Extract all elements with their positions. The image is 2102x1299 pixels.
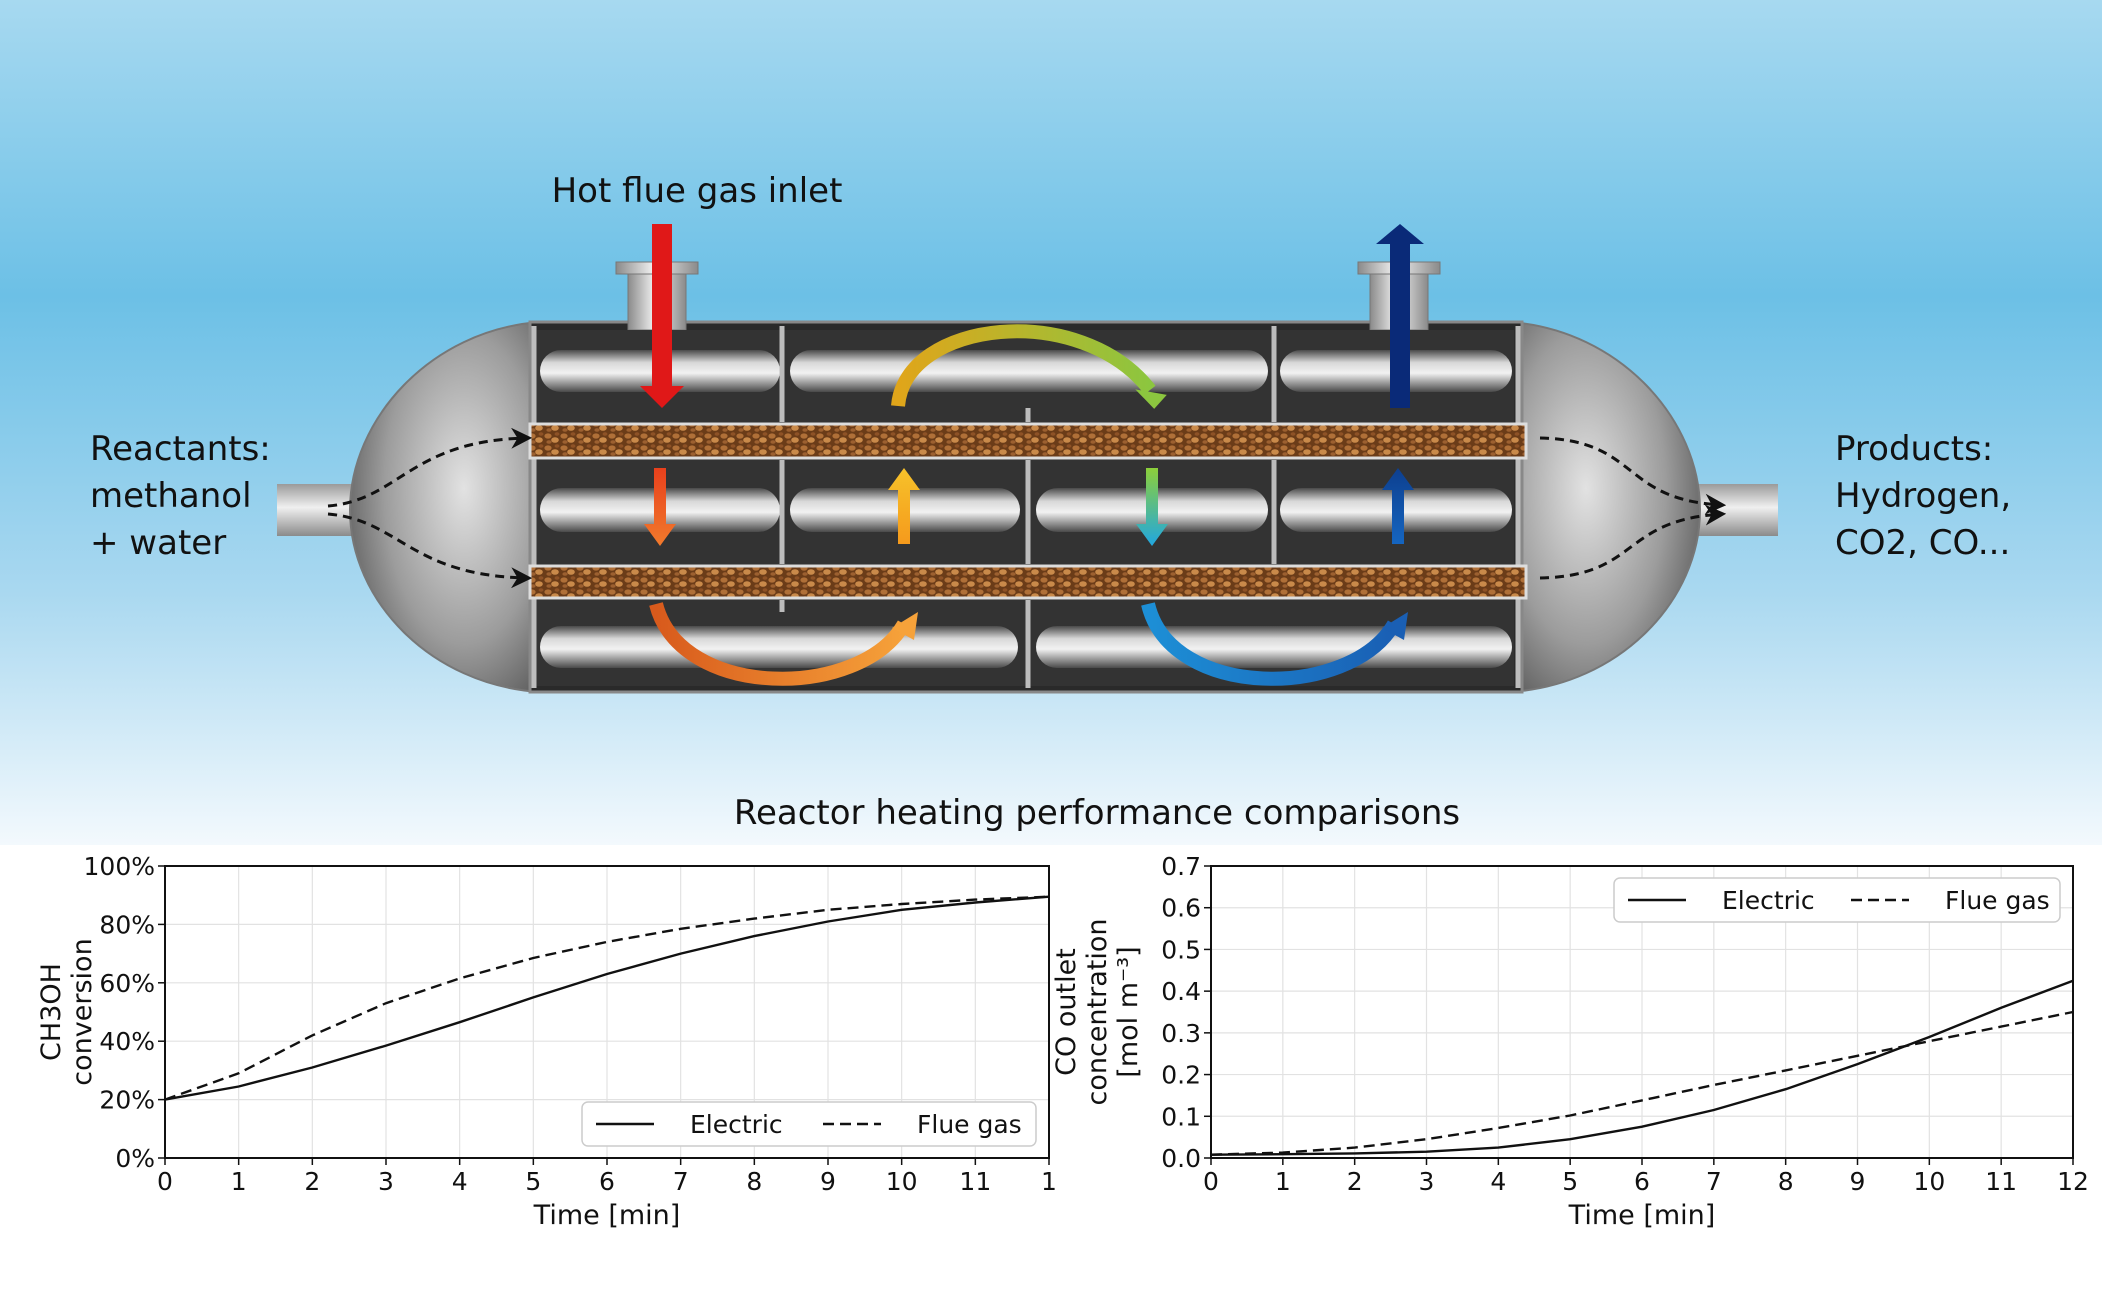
y-tick-label: 20% — [99, 1086, 155, 1115]
svg-text:+ water: + water — [90, 523, 226, 563]
svg-text:Products:: Products: — [1835, 429, 1993, 469]
reactants-label: Reactants: methanol + water — [90, 429, 271, 563]
y-tick-label: 40% — [99, 1027, 155, 1056]
x-tick-label: 5 — [1562, 1167, 1578, 1196]
x-tick-label: 11 — [1985, 1167, 2017, 1196]
x-tick-label: 1 — [1041, 1167, 1057, 1196]
svg-text:CO2, CO...: CO2, CO... — [1835, 523, 2010, 563]
x-tick-label: 0 — [157, 1167, 173, 1196]
x-axis-label: Time [min] — [533, 1200, 681, 1231]
y-tick-label: 0.1 — [1161, 1102, 1201, 1131]
section-title: Reactor heating performance comparisons — [734, 793, 1460, 833]
left-head — [348, 320, 541, 694]
y-tick-label: 0.3 — [1161, 1019, 1201, 1048]
x-tick-label: 8 — [746, 1167, 762, 1196]
reactor-diagram — [277, 224, 1778, 694]
tube-row-top — [536, 330, 1514, 422]
products-label: Products: Hydrogen, CO2, CO... — [1835, 429, 2011, 563]
x-tick-label: 6 — [1634, 1167, 1650, 1196]
y-tick-label: 0.2 — [1161, 1061, 1201, 1090]
outlet-arrow — [1376, 224, 1424, 408]
x-tick-label: 1 — [1275, 1167, 1291, 1196]
x-tick-label: 7 — [673, 1167, 689, 1196]
x-tick-label: 8 — [1778, 1167, 1794, 1196]
x-tick-label: 9 — [1850, 1167, 1866, 1196]
series-line — [164, 895, 1050, 1101]
series-line — [1210, 979, 2074, 1156]
x-tick-label: 9 — [820, 1167, 836, 1196]
x-tick-label: 5 — [525, 1167, 541, 1196]
y-tick-label: 60% — [99, 969, 155, 998]
x-tick-label: 12 — [2057, 1167, 2089, 1196]
svg-text:methanol: methanol — [90, 476, 252, 516]
inlet-arrow — [640, 224, 684, 408]
inlet-label: Hot flue gas inlet — [552, 171, 843, 211]
y-axis-label: CO outlet — [1051, 948, 1082, 1076]
x-tick-label: 3 — [378, 1167, 394, 1196]
x-tick-label: 3 — [1419, 1167, 1435, 1196]
x-tick-label: 10 — [886, 1167, 918, 1196]
reactant-flow — [327, 427, 1727, 589]
series-line — [164, 895, 1050, 1101]
legend-box — [581, 1101, 1037, 1147]
right-head — [1509, 320, 1702, 694]
legend-box — [1613, 877, 2061, 923]
x-tick-label: 10 — [1913, 1167, 1945, 1196]
catalyst-bed-upper — [528, 422, 1528, 460]
y-axis-label: concentration — [1082, 919, 1113, 1106]
catalyst-bed-lower — [528, 564, 1528, 600]
outlet-pipe — [1690, 484, 1778, 536]
x-tick-label: 2 — [304, 1167, 320, 1196]
x-tick-label: 6 — [599, 1167, 615, 1196]
y-tick-label: 0.4 — [1161, 977, 1201, 1006]
legend-label: Electric — [1722, 886, 1815, 915]
svg-text:Reactants:: Reactants: — [90, 429, 271, 469]
x-tick-label: 11 — [959, 1167, 991, 1196]
x-tick-label: 0 — [1203, 1167, 1219, 1196]
y-axis-label: conversion — [67, 938, 98, 1085]
tube-row-middle — [536, 460, 1514, 564]
x-tick-label: 7 — [1706, 1167, 1722, 1196]
legend-label: Electric — [690, 1110, 783, 1139]
y-tick-label: 100% — [84, 852, 155, 881]
baffles — [531, 326, 1521, 688]
y-tick-label: 0.6 — [1161, 894, 1201, 923]
y-tick-label: 0.5 — [1161, 935, 1201, 964]
series-line — [1210, 1010, 2074, 1156]
y-tick-label: 0.0 — [1161, 1144, 1201, 1173]
y-tick-label: 80% — [99, 910, 155, 939]
legend-label: Flue gas — [1945, 886, 2050, 915]
y-axis-label: CH3OH — [36, 963, 67, 1061]
y-tick-label: 0% — [115, 1144, 155, 1173]
legend-label: Flue gas — [917, 1110, 1022, 1139]
x-tick-label: 4 — [452, 1167, 468, 1196]
svg-text:Hydrogen,: Hydrogen, — [1835, 476, 2011, 516]
flue-gas-flow — [640, 224, 1424, 686]
x-tick-label: 1 — [231, 1167, 247, 1196]
y-axis-label: [mol m⁻³] — [1113, 946, 1144, 1077]
x-axis-label: Time [min] — [1568, 1200, 1716, 1231]
x-tick-label: 2 — [1347, 1167, 1363, 1196]
y-tick-label: 0.7 — [1161, 852, 1201, 881]
x-tick-label: 4 — [1490, 1167, 1506, 1196]
